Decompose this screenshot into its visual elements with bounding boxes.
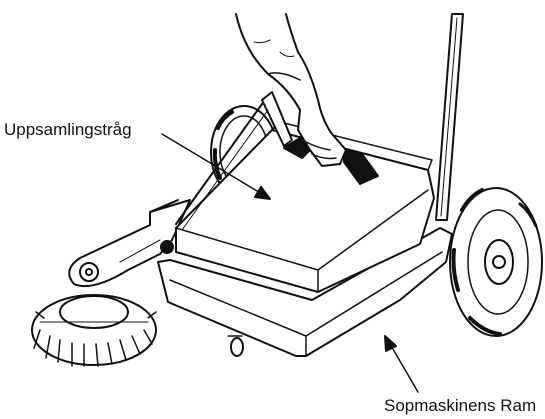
sweeper-frame xyxy=(157,227,453,357)
hand-and-arm xyxy=(235,13,347,167)
handle-bar xyxy=(435,13,464,221)
side-brush xyxy=(31,294,157,367)
leader-line-collection-tray xyxy=(161,133,271,200)
tray-handle xyxy=(175,91,293,231)
caster-wheel xyxy=(227,335,244,357)
leader-line-sweeper-frame xyxy=(384,335,419,393)
sweeper-frame-label: Sopmaskinens Ram xyxy=(384,396,537,415)
rear-right-wheel xyxy=(449,187,543,337)
side-brush-arm xyxy=(68,199,191,288)
collection-tray-label: Uppsamlingstråg xyxy=(4,120,132,139)
